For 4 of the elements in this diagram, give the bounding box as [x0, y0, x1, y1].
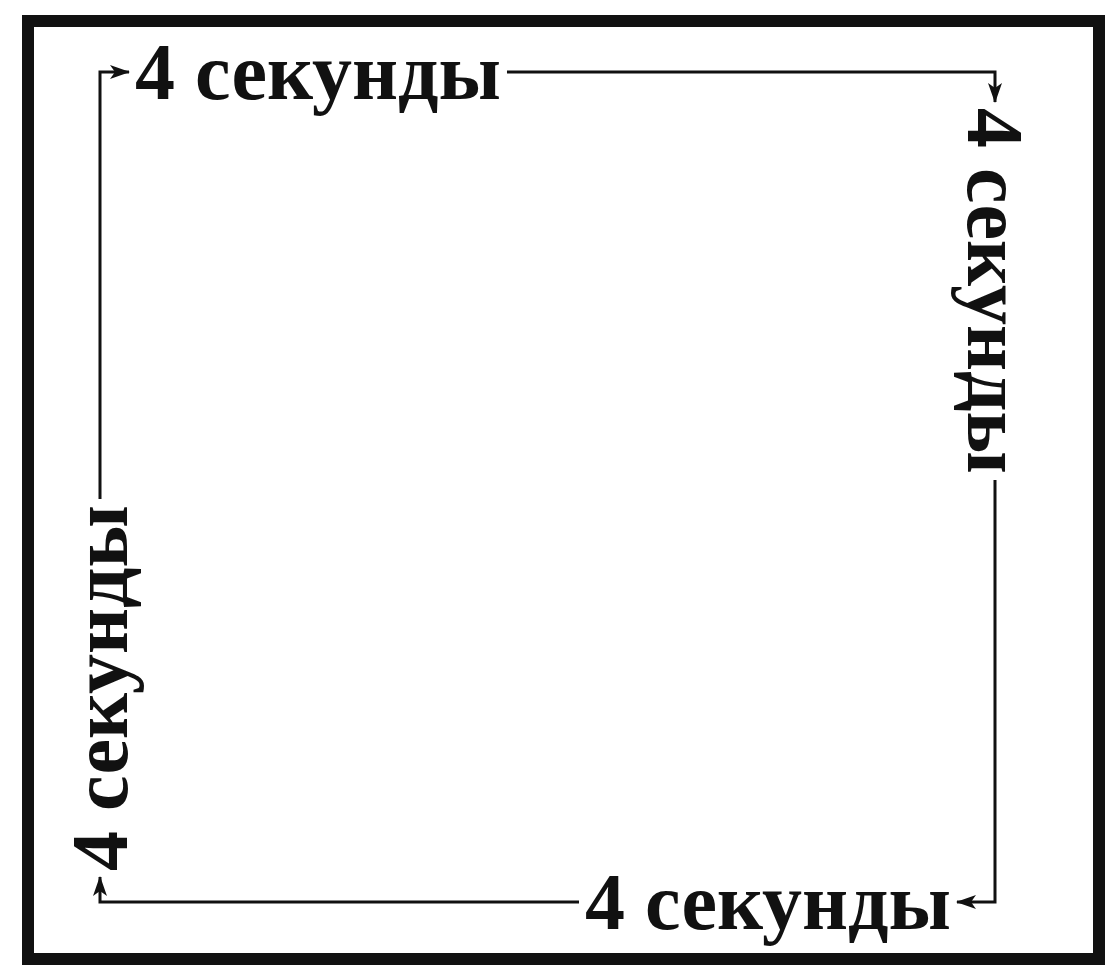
- arrow: [98, 65, 130, 499]
- arrow: [956, 480, 997, 909]
- arrow: [507, 70, 1002, 103]
- arrow: [93, 876, 579, 904]
